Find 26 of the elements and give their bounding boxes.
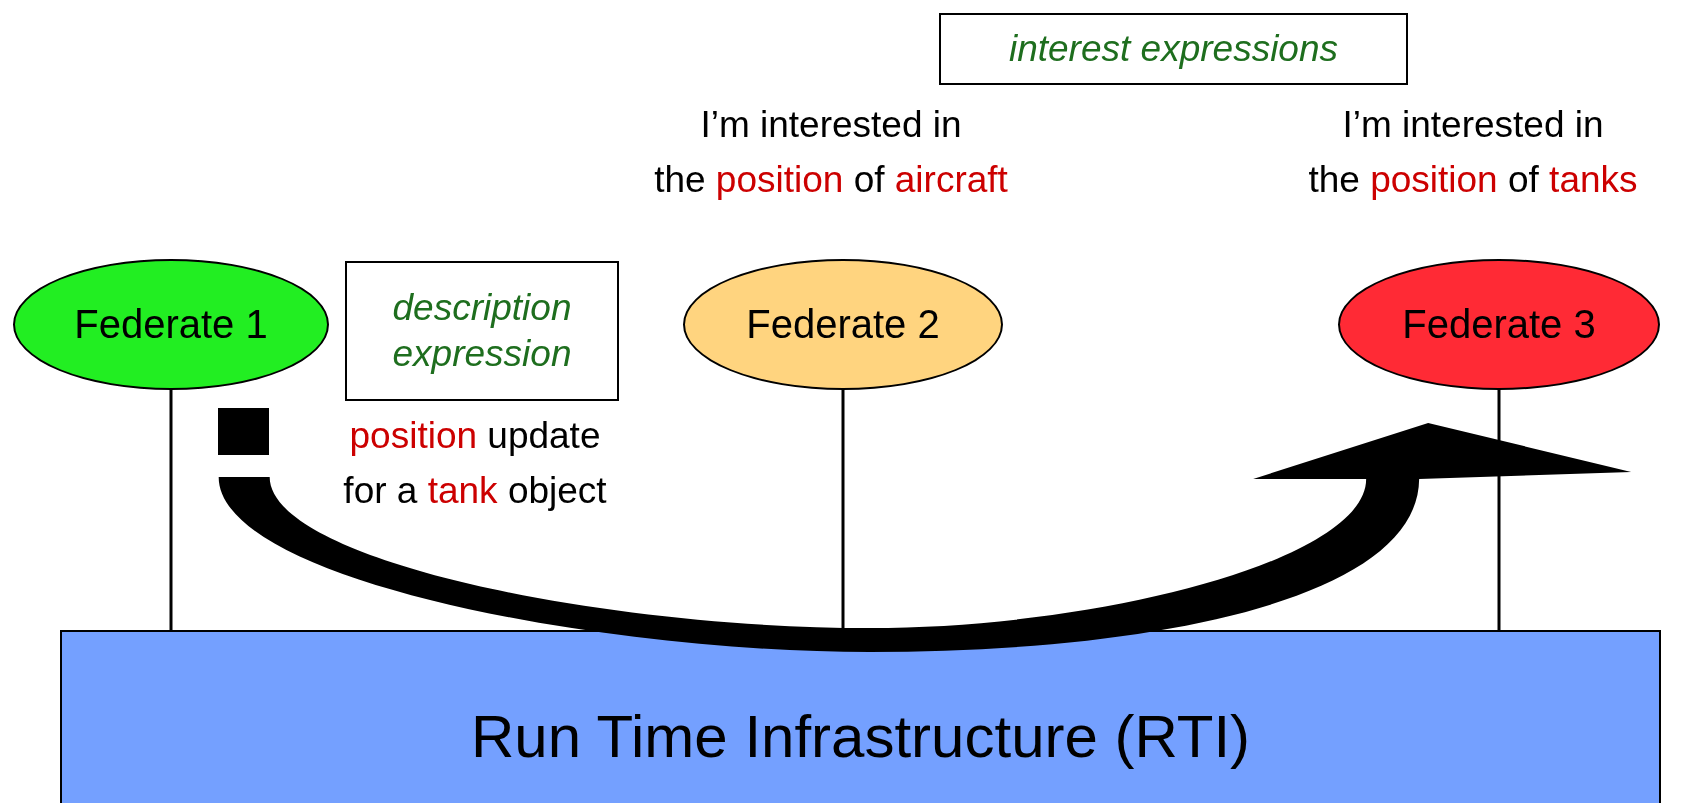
expression-text: interest expressions	[1008, 27, 1338, 71]
connector-line	[169, 390, 173, 630]
annotation-text: the	[1308, 159, 1360, 200]
federate-label: Federate 1	[74, 302, 268, 347]
expression-box	[939, 13, 1408, 85]
federate-label: Federate 2	[746, 302, 940, 347]
highlighted-word: position	[715, 159, 844, 200]
highlighted-word: position	[1370, 159, 1498, 200]
annotation-text: I’m interested in	[1342, 104, 1604, 145]
annotation-text: I’m interested in	[700, 104, 962, 145]
highlighted-word: aircraft	[894, 159, 1008, 200]
annotation-text: object	[507, 470, 607, 511]
highlighted-word: tank	[427, 470, 498, 511]
rti-label: Run Time Infrastructure (RTI)	[470, 702, 1251, 771]
federate-label: Federate 3	[1402, 302, 1596, 347]
highlighted-word: position	[349, 415, 478, 456]
highlighted-word: tanks	[1549, 159, 1638, 200]
annotation-text: for a	[343, 470, 418, 511]
expression-text: description expression	[391, 286, 573, 376]
curved-arrow	[218, 423, 1632, 652]
rti-bar	[60, 630, 1661, 803]
annotation-text: of	[853, 159, 885, 200]
annotation-text: of	[1507, 159, 1539, 200]
annotation-text: the	[654, 159, 706, 200]
expression-box	[345, 261, 619, 401]
annotation-text: update	[487, 415, 601, 456]
